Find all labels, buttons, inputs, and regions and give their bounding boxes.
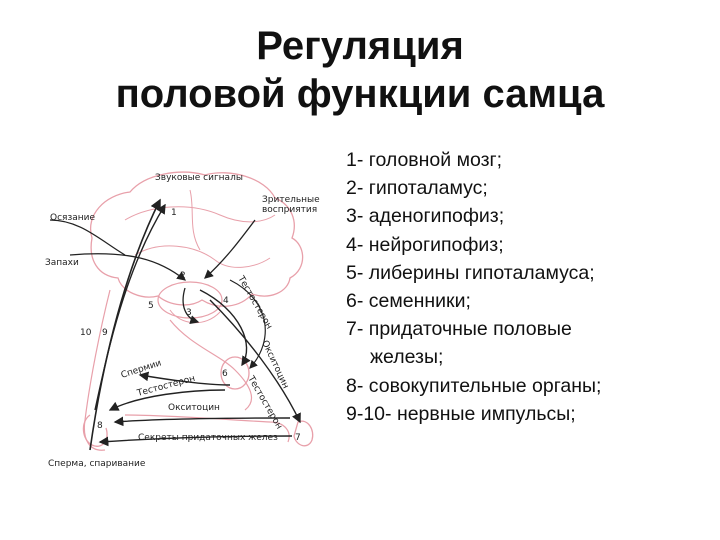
- label-touch: Осязание: [50, 213, 95, 223]
- number-7: 7: [295, 433, 301, 443]
- number-4: 4: [223, 296, 229, 306]
- legend-item-liberins: 5- либерины гипоталамуса;: [346, 261, 595, 284]
- legend-item-nerve-impulses: 9-10- нервные импульсы;: [346, 402, 576, 425]
- number-1: 1: [171, 208, 177, 218]
- label-sound-signals: Звуковые сигналы: [155, 173, 243, 183]
- title-line-2: половой функции самца: [115, 72, 605, 116]
- legend-item-copulatory: 8- совокупительные органы;: [346, 374, 602, 397]
- slide-title: Регуляция половой функции самца: [0, 22, 720, 118]
- label-testosterone-lower: Тестостерон: [135, 374, 196, 399]
- number-6: 6: [222, 369, 228, 379]
- legend-list: 1- головной мозг; 2- гипоталамус; 3- аде…: [346, 146, 716, 428]
- number-2: 2: [180, 271, 186, 281]
- legend-item-glands-cont: железы;: [370, 346, 444, 369]
- title-line-1: Регуляция: [256, 24, 464, 68]
- label-visual-2: восприятия: [262, 205, 317, 215]
- number-10: 10: [80, 328, 92, 338]
- legend-item-adenohypophysis: 3- аденогипофиз;: [346, 205, 505, 228]
- number-9: 9: [102, 328, 108, 338]
- number-5: 5: [148, 301, 154, 311]
- number-3: 3: [186, 308, 192, 318]
- label-secrets: Секреты придаточных желез: [138, 433, 278, 443]
- label-oxytocin-right: Окситоцин: [259, 339, 290, 390]
- legend-item-testes: 6- семенники;: [346, 290, 471, 313]
- legend-item-glands: 7- придаточные половые: [346, 318, 572, 341]
- glands-outline: [293, 420, 314, 447]
- brain-outline: [89, 171, 304, 307]
- testes-outline: [220, 356, 250, 390]
- label-oxytocin-lower: Окситоцин: [168, 403, 220, 413]
- regulation-diagram: Звуковые сигналы Зрительные восприятия О…: [45, 171, 320, 469]
- label-visual-1: Зрительные: [262, 195, 320, 205]
- legend-item-brain: 1- головной мозг;: [346, 149, 503, 171]
- legend-item-hypothalamus: 2- гипоталамус;: [346, 177, 488, 200]
- number-8: 8: [97, 421, 103, 431]
- legend-item-neurohypophysis: 4- нейрогипофиз;: [346, 233, 504, 256]
- label-smell: Запахи: [45, 258, 79, 268]
- label-sperm-mating: Сперма, спаривание: [48, 459, 146, 469]
